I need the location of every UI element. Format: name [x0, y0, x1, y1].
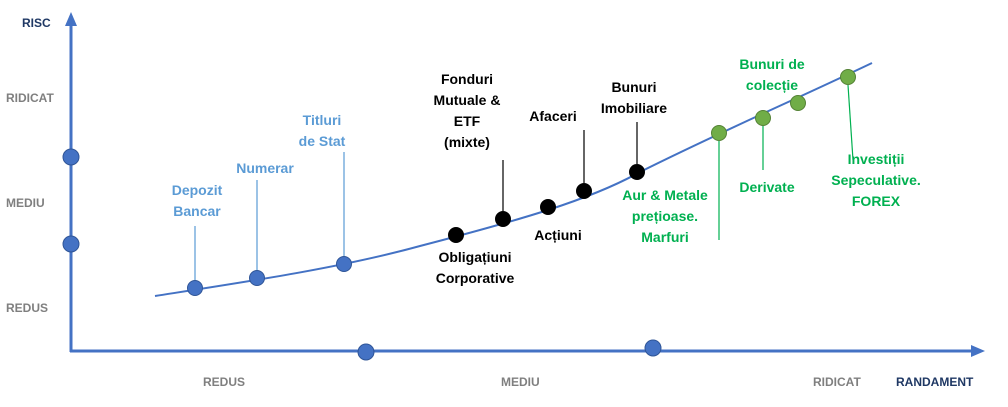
actiuni-point: [540, 199, 556, 215]
x-level-mediu: MEDIU: [501, 375, 540, 389]
afaceri-label: Afaceri: [529, 108, 576, 124]
numerar-point: [249, 270, 265, 286]
aur-metale-marfuri-label: Aur & Metale prețioase. Marfuri: [622, 187, 708, 245]
titluri-de-stat-point: [336, 256, 352, 272]
afaceri-label-line: Afaceri: [529, 108, 576, 124]
investment-points: [187, 69, 856, 296]
x-level-redus: REDUS: [203, 375, 245, 389]
x-axis-dot: [644, 339, 662, 357]
y-axis-arrow: [65, 12, 77, 26]
obligatiuni-corporative-label-line: Corporative: [436, 270, 515, 286]
derivate-label-line: Derivate: [739, 179, 794, 195]
depozit-bancar-label-line: Bancar: [173, 203, 221, 219]
titluri-de-stat-label-line: Titluri: [303, 112, 342, 128]
y-axis-dot: [62, 235, 80, 253]
bunuri-imobiliare-label-line: Imobiliare: [601, 100, 667, 116]
numerar-label: Numerar: [236, 160, 294, 176]
derivate-point: [755, 110, 771, 126]
afaceri-point: [576, 183, 592, 199]
leader-lines: [194, 84, 854, 280]
y-axis-dot: [62, 148, 80, 166]
derivate-label: Derivate: [739, 179, 794, 195]
bunuri-de-colectie-label-line: colecție: [746, 77, 798, 93]
bunuri-de-colectie-label: Bunuri de colecție: [739, 56, 805, 93]
y-level-mediu: MEDIU: [6, 196, 45, 210]
aur-metale-marfuri-label-line: Aur & Metale: [622, 187, 708, 203]
bunuri-de-colectie-label-line: Bunuri de: [739, 56, 805, 72]
investitii-speculative-forex-label-line: Investiții: [848, 151, 905, 167]
investitii-speculative-forex-label-line: Sepeculative.: [831, 172, 921, 188]
x-axis-dot: [357, 343, 375, 361]
bunuri-imobiliare-label-line: Bunuri: [611, 79, 656, 95]
fonduri-mutuale-etf-label-line: (mixte): [444, 134, 490, 150]
x-axis-arrow: [971, 345, 985, 357]
titluri-de-stat-label: Titluri de Stat: [299, 112, 346, 149]
fonduri-mutuale-etf-label-line: Mutuale &: [434, 92, 501, 108]
investitii-speculative-forex-leader-line: [847, 84, 854, 161]
investitii-speculative-forex-point: [840, 69, 856, 85]
fonduri-mutuale-etf-point: [495, 211, 511, 227]
x-level-ridicat: RIDICAT: [813, 375, 861, 389]
depozit-bancar-label-line: Depozit: [172, 182, 223, 198]
x-axis-title: RANDAMENT: [896, 375, 974, 389]
y-axis-title: RISC: [22, 16, 51, 30]
actiuni-label-line: Acțiuni: [534, 227, 581, 243]
y-level-ridicat: RIDICAT: [6, 91, 54, 105]
obligatiuni-corporative-label-line: Obligațiuni: [438, 249, 511, 265]
titluri-de-stat-label-line: de Stat: [299, 133, 346, 149]
numerar-label-line: Numerar: [236, 160, 294, 176]
aur-metale-marfuri-label-line: prețioase.: [632, 208, 698, 224]
fonduri-mutuale-etf-label-line: Fonduri: [441, 71, 493, 87]
fonduri-mutuale-etf-label-line: ETF: [454, 113, 481, 129]
bunuri-de-colectie-point: [790, 95, 806, 111]
investitii-speculative-forex-label-line: FOREX: [852, 193, 901, 209]
depozit-bancar-point: [187, 280, 203, 296]
actiuni-label: Acțiuni: [534, 227, 581, 243]
aur-metale-marfuri-label-line: Marfuri: [641, 229, 688, 245]
bunuri-imobiliare-point: [629, 164, 645, 180]
aur-metale-marfuri-point: [711, 125, 727, 141]
y-level-redus: REDUS: [6, 301, 48, 315]
obligatiuni-corporative-point: [448, 227, 464, 243]
